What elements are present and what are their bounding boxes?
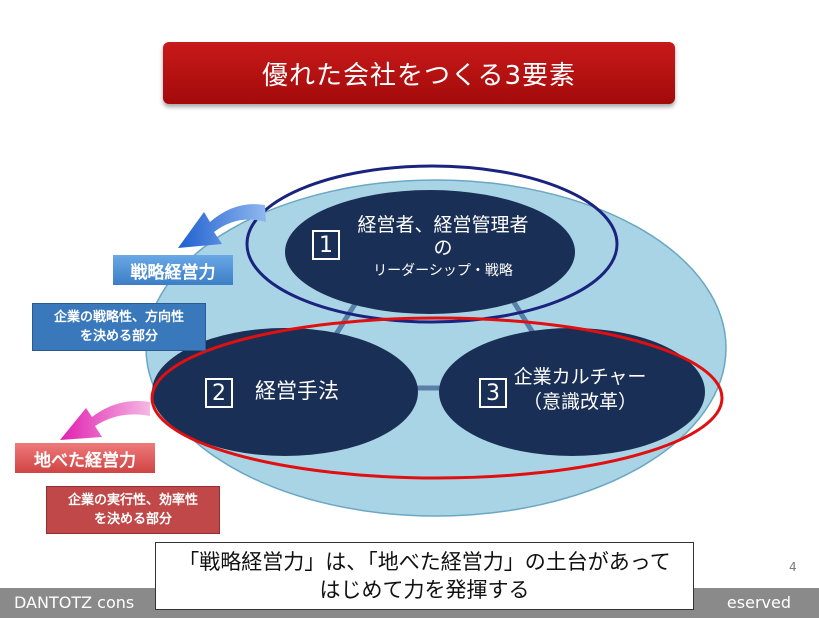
foundation-note: 企業の実行性、効率性 を決める部分 xyxy=(46,486,220,534)
strategic-note-line1: 企業の戦略性、方向性 xyxy=(53,310,184,325)
caption-line1: 「戦略経営力」は、「地べた経営力」の土台があって xyxy=(178,550,671,574)
element-top-line3: リーダーシップ・戦略 xyxy=(373,263,513,279)
element-right-line1: 企業カルチャー xyxy=(513,366,647,388)
element-top-line2: の xyxy=(433,237,453,259)
strategic-outline xyxy=(245,164,619,324)
foundation-outline xyxy=(150,316,724,480)
element-left-number: 2 xyxy=(205,378,233,408)
strategic-note: 企業の戦略性、方向性 を決める部分 xyxy=(32,303,206,351)
strategic-tag: 戦略経営力 xyxy=(113,255,233,285)
element-top-line1: 経営者、経営管理者 xyxy=(357,214,529,236)
page-number: 4 xyxy=(789,560,797,574)
strategic-note-line2: を決める部分 xyxy=(79,329,158,344)
strategic-arrow-icon xyxy=(178,204,266,248)
element-right-shape xyxy=(439,328,705,456)
element-right-line2: （意識改革） xyxy=(522,391,637,413)
footer-right-text: eserved xyxy=(726,593,791,612)
caption-box: 「戦略経営力」は、「地べた経営力」の土台があって はじめて力を発揮する xyxy=(155,542,694,610)
element-top-label: 経営者、経営管理者 の リーダーシップ・戦略 xyxy=(343,208,543,288)
slide-title: 優れた会社をつくる3要素 xyxy=(163,42,675,104)
footer-left-text: DANTOTZ cons xyxy=(14,593,135,612)
caption-line2: はじめて力を発揮する xyxy=(319,578,530,602)
element-left-label: 経営手法 xyxy=(255,379,339,403)
element-top-number: 1 xyxy=(312,230,340,260)
foundation-arrow-icon xyxy=(60,401,150,440)
foundation-note-line2: を決める部分 xyxy=(93,512,172,527)
foundation-tag: 地べた経営力 xyxy=(15,443,155,473)
element-top-shape xyxy=(285,190,575,314)
element-left-shape xyxy=(152,328,418,456)
element-right-label: 企業カルチャー （意識改革） xyxy=(510,362,650,418)
element-right-number: 3 xyxy=(479,378,507,408)
foundation-note-line1: 企業の実行性、効率性 xyxy=(67,493,198,508)
